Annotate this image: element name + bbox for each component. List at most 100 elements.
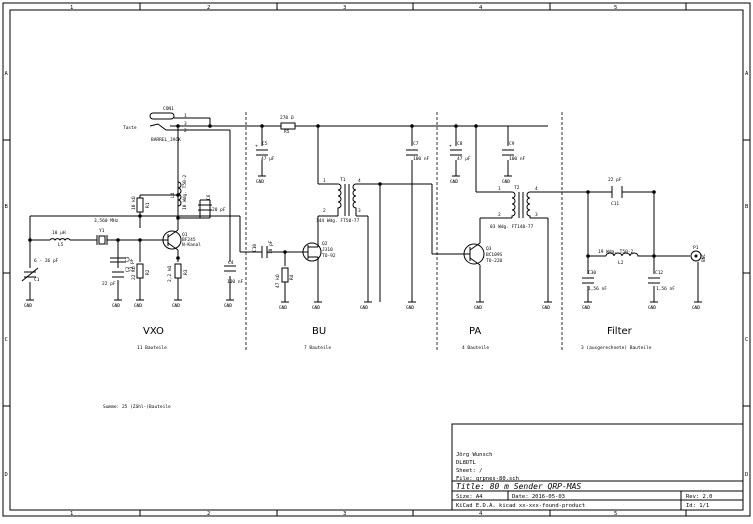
c2-capacitor: C2 22 pF — [102, 266, 131, 287]
c2-value: 22 pF — [102, 281, 116, 287]
l4-inductor: L4 10 Wdg. T50-2 — [170, 174, 188, 210]
t2-desc: 03 Wdg. FT140-77 — [490, 224, 534, 230]
t1-pin-4: 4 — [358, 178, 361, 184]
col-label-1: 1 — [70, 5, 73, 11]
row-label-c-right: C — [745, 337, 748, 343]
section-filter-title: Filter — [607, 326, 633, 337]
l5-inductor: 10 µH L5 — [49, 230, 71, 248]
c11-value: 22 pF — [608, 177, 622, 183]
c7-capacitor: C7 100 nF — [406, 141, 430, 162]
svg-text:+: + — [255, 144, 258, 149]
c3-capacitor: 22 pF C3 — [110, 256, 135, 272]
c11-capacitor: 22 pF C11 — [608, 177, 623, 207]
svg-text:GND: GND — [112, 303, 120, 309]
c4-ref: C4 — [228, 260, 234, 266]
r3-resistor: 2,2 kΩ R3 — [167, 263, 189, 282]
svg-text:GND: GND — [648, 305, 656, 311]
l4-value: 10 Wdg. T50-2 — [182, 174, 188, 210]
gnd-p1: GND — [692, 301, 702, 311]
section-vxo-count: 11 Bauteile — [137, 345, 167, 351]
q1-note: N-Kanal — [182, 242, 201, 248]
c6-ref: C6 — [206, 194, 212, 200]
col-label-3-bottom: 3 — [343, 511, 346, 517]
c1-trimmer-capacitor: 6 - 26 pF C1 — [21, 258, 59, 283]
t2-pin-4: 4 — [535, 186, 538, 192]
col-label-1-bottom: 1 — [70, 511, 73, 517]
c7-ref: C7 — [413, 141, 419, 147]
row-label-c: C — [5, 337, 8, 343]
section-dividers — [245, 112, 563, 350]
gnd-c9: GND — [502, 175, 512, 185]
gnd-c30: GND — [582, 301, 592, 311]
c5-value: 47 µF — [261, 156, 275, 162]
title-block-callsign: DL8DTL — [456, 460, 477, 466]
summary-text: Summe: 25 (Zähl-)Bauteile — [103, 404, 171, 410]
section-pa-count: 4 Bauteile — [462, 345, 489, 351]
r1-value: 10 kΩ — [131, 196, 137, 210]
c12-ref: C12 — [655, 270, 663, 276]
c30-capacitor: C30 1,56 nF — [582, 270, 607, 292]
gnd-r4: GND — [279, 301, 289, 311]
title-block-title: Title: 80 m Sender QRP-MAS — [456, 482, 581, 491]
r4-resistor: 47 kΩ R4 — [275, 267, 295, 288]
col-label-2: 2 — [207, 5, 210, 11]
c12-value: 1,56 nF — [656, 286, 675, 292]
l2-ref: L2 — [618, 260, 624, 266]
c5-capacitor: + C5 47 µF — [255, 141, 275, 162]
r1-resistor: 10 kΩ R1 — [131, 196, 151, 213]
svg-text:+: + — [449, 144, 452, 149]
p1-bnc-connector: P1 BNC — [690, 245, 707, 262]
row-label-b: B — [5, 204, 9, 210]
row-label-b-right: B — [745, 204, 749, 210]
c4-value: 100 nF — [227, 279, 244, 285]
gnd-c12: GND — [648, 301, 658, 311]
svg-text:GND: GND — [224, 303, 232, 309]
t1-pin-3: 3 — [358, 208, 361, 214]
c4-capacitor: C4 100 nF — [224, 260, 244, 285]
p1-ref: P1 — [693, 245, 699, 251]
c1-ref: C1 — [34, 277, 40, 283]
r3-ref: R3 — [183, 269, 189, 275]
con1-pin-3: 3 — [184, 121, 187, 127]
svg-text:GND: GND — [450, 179, 458, 185]
t2-ref: T2 — [514, 185, 520, 191]
col-label-5: 5 — [614, 5, 617, 11]
c8-capacitor: + C8 47 µF — [449, 141, 471, 162]
col-label-2-bottom: 2 — [207, 511, 210, 517]
section-bu-count: 7 Bauteile — [304, 345, 331, 351]
con1-barrel-jack: CON1 BARREL_JACK 1 3 2 Taste — [123, 106, 193, 143]
t2-pin-1: 1 — [498, 186, 501, 192]
title-block-kicad: KiCad E.D.A. kicad xx-xxx-found-product — [456, 503, 585, 509]
q2-name: J310 — [322, 247, 333, 253]
title-block-date: Date: 2016-05-03 — [512, 494, 565, 500]
svg-text:GND: GND — [406, 305, 414, 311]
row-label-d-right: D — [745, 472, 748, 478]
t1-pin-2: 2 — [323, 208, 326, 214]
svg-text:GND: GND — [692, 305, 700, 311]
r2-value: 22 kΩ — [131, 266, 137, 280]
svg-text:GND: GND — [312, 305, 320, 311]
gnd-r3: GND — [172, 299, 182, 309]
q1-transistor: Q1 BF245 N-Kanal — [162, 218, 201, 258]
gnd-c5: GND — [256, 175, 266, 185]
c5-ref: C5 — [262, 141, 268, 147]
section-vxo-title: VXO — [143, 326, 164, 337]
gnd-c1: GND — [24, 299, 34, 309]
svg-text:GND: GND — [24, 303, 32, 309]
svg-text:GND: GND — [360, 305, 368, 311]
title-block-sheet: Sheet: / — [456, 468, 483, 474]
row-label-a: A — [5, 71, 9, 77]
row-label-a-right: A — [745, 71, 749, 77]
r5-ref: R5 — [284, 129, 290, 135]
title-block-id: Id: 1/1 — [686, 503, 709, 509]
t1-ref: T1 — [340, 177, 346, 183]
c1-value: 6 - 26 pF — [34, 258, 59, 264]
q2-ref: Q2 — [322, 241, 328, 247]
q1-ref: Q1 — [182, 232, 188, 238]
q3-ref: Q3 — [486, 246, 492, 252]
con1-ref: CON1 — [163, 106, 174, 112]
r2-resistor: 22 kΩ R2 — [131, 263, 151, 280]
svg-text:GND: GND — [502, 179, 510, 185]
svg-text:GND: GND — [134, 303, 142, 309]
